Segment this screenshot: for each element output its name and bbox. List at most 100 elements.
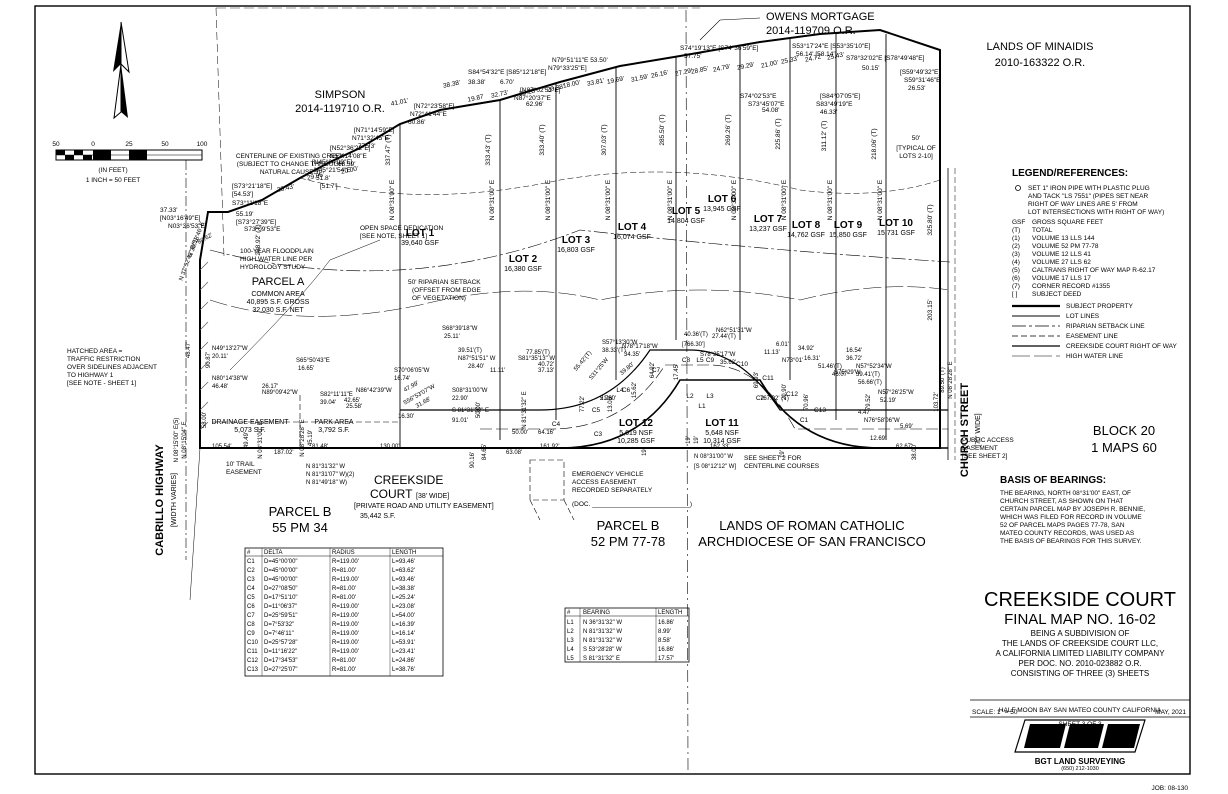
curve-table-header: RADIUS — [332, 550, 355, 556]
lot-area: 10,285 GSF — [617, 438, 655, 445]
curve-table-cell: C4 — [247, 586, 255, 592]
dimension-label: 36.72' — [846, 356, 862, 362]
adjoiner-label: LANDS OF MINAIDIS — [987, 41, 1094, 53]
curve-label: C10 — [736, 361, 748, 368]
adjoiner-label: PARCEL B — [597, 518, 660, 533]
dimension-label: N49°13'27"W — [212, 346, 248, 352]
note-text: OPEN SPACE DEDICATION — [360, 225, 443, 232]
street-area: 35,442 S.F. — [360, 513, 395, 520]
adjoiner-ref: 52 PM 77-78 — [591, 534, 665, 549]
dimension-label: 105.54' — [212, 444, 232, 450]
dimension-label: 5.76' — [600, 396, 613, 402]
legend-key: GSF — [1012, 219, 1025, 226]
curve-table-cell: D=17°51'10" — [264, 595, 298, 601]
bearing-label: 37.33' — [160, 207, 178, 214]
lot-bearing: N 08°31'00" E — [388, 179, 396, 220]
dimension-label: S57°13'30"W — [602, 340, 638, 346]
dimension-label: S75°29'W — [834, 370, 861, 376]
dimension-label: 19' — [694, 436, 700, 444]
adjoiner-label: OWENS MORTGAGE — [766, 11, 875, 23]
curve-table-cell: C2 — [247, 568, 255, 574]
bearing-label: S53°17'24"E [S53°35'10"E] — [792, 42, 871, 50]
curve-table-cell: D=17°34'53" — [264, 658, 298, 664]
note-text: [SEE NOTE - SHEET 1] — [67, 380, 136, 387]
curve-table-cell: L=25.24' — [392, 595, 415, 601]
scale-tick: 50 — [52, 141, 60, 148]
note-text: NATURAL CAUSES) — [260, 169, 320, 176]
dimension-label: 50.00' — [512, 430, 528, 436]
scale-tick: 100 — [197, 141, 208, 148]
note-text: EASEMENT — [226, 469, 262, 476]
bearing-label: N71°32'45"E — [352, 134, 390, 142]
legend-key: (4) — [1012, 259, 1020, 266]
dimension-label: 5.69' — [900, 424, 913, 430]
riparian-setback-line — [209, 229, 951, 272]
curve-table-cell: R=81.00' — [332, 658, 356, 664]
bearing-label: 6.70' — [500, 79, 514, 86]
bearing-label: N45°21'54"E — [314, 166, 352, 174]
dimension-label: 15.62' — [632, 382, 638, 398]
lot-label: LOT 5 — [672, 206, 701, 217]
curve-table-cell: C11 — [247, 649, 258, 655]
bearing-label: 38.38' — [468, 79, 486, 86]
bearing-label: N52°14'08"E — [330, 152, 368, 160]
curve-table-cell: L=23.08' — [392, 604, 415, 610]
bearing-label: 51.8' — [316, 175, 330, 182]
curve-table-cell: R=119.00' — [332, 640, 359, 646]
park-label: PARK AREA — [314, 419, 353, 426]
bearing-label: [N45°04'09"E] — [312, 158, 353, 166]
north-arrow-icon — [113, 21, 130, 120]
basis-text: THE BEARING, NORTH 08°31'00" EAST, OF — [1000, 489, 1131, 497]
curve-label: C7 — [652, 367, 661, 374]
lot-label: LOT 6 — [708, 194, 737, 205]
curve-label: C13 — [814, 407, 826, 414]
dimension-label: 16.54' — [846, 348, 862, 354]
dimension-label: S 81°31'32" E — [452, 408, 489, 414]
lot-dimension: 337.47' (T) — [385, 134, 392, 165]
lot-label: LOT 8 — [792, 220, 821, 231]
legend-value: GROSS SQUARE FEET — [1032, 219, 1103, 226]
basis-text: MATEO COUNTY RECORDS, WAS USED AS — [1000, 530, 1135, 537]
legend-text: AND TACK "LS 7551" (PIPES SET NEAR — [1028, 193, 1149, 200]
lot-dimension: 203.15' — [927, 299, 934, 320]
dimension-label: 39.04' — [320, 400, 336, 406]
dimension-label: [766.30'] — [682, 342, 705, 348]
curve-table-cell: R=81.00' — [332, 568, 356, 574]
dimension-label: 51.46'(T) — [818, 364, 842, 370]
curve-label: C4 — [552, 421, 561, 428]
note-text: OF VEGETATION) — [412, 295, 466, 302]
subject-property-boundary — [199, 28, 941, 449]
curve-label: L2 — [686, 393, 694, 400]
title-location: HALF MOON BAY SAN MATEO COUNTY CALIFORNI… — [999, 707, 1162, 714]
dimension-label: 17.45' — [674, 364, 680, 380]
dimension-label: 21.00' — [600, 396, 616, 402]
lot-bearing: N 08°31'00" E — [876, 179, 884, 220]
bearing-label: [51.7'] — [320, 183, 338, 190]
dimension-label: 52.19' — [880, 398, 896, 404]
note-text: RECORDED SEPARATELY — [572, 487, 653, 494]
street-label: COURT — [370, 487, 413, 501]
legend-value: TOTAL — [1032, 227, 1053, 234]
lot-label: LOT 11 — [705, 418, 739, 429]
curve-table-cell: R=81.00' — [332, 595, 356, 601]
curve-label: C8 — [682, 357, 691, 364]
curve-label: L3 — [706, 393, 714, 400]
job-number: JOB: 08-130 — [1152, 785, 1189, 792]
dimension-label: 16.30' — [398, 414, 414, 420]
curve-table-cell: R=119.00' — [332, 613, 359, 619]
dimension-label: 130.00' — [380, 444, 400, 450]
title-subtext: THE LANDS OF CREEKSIDE COURT LLC, — [1002, 639, 1158, 648]
curve-table-cell: R=119.00' — [332, 577, 359, 583]
bearing-label: 55.19' — [236, 211, 254, 218]
curve-table-cell: L=93.46' — [392, 559, 415, 565]
dimension-label: N 08°15'00" E(5) — [174, 418, 180, 463]
curve-table-cell: C6 — [247, 604, 255, 610]
dimension-label: [S 08°12'12" W] — [694, 464, 736, 470]
bearing-label: S74°19'13"E [S74°36'59"E] — [680, 44, 759, 52]
lot-label: LOT 12 — [619, 418, 653, 429]
bearing-label: 77.73' — [358, 143, 376, 150]
curve-table-cell: L=16.39' — [392, 622, 415, 628]
curve-label: C11 — [762, 375, 774, 382]
segment-length: 28.43' — [276, 183, 295, 193]
